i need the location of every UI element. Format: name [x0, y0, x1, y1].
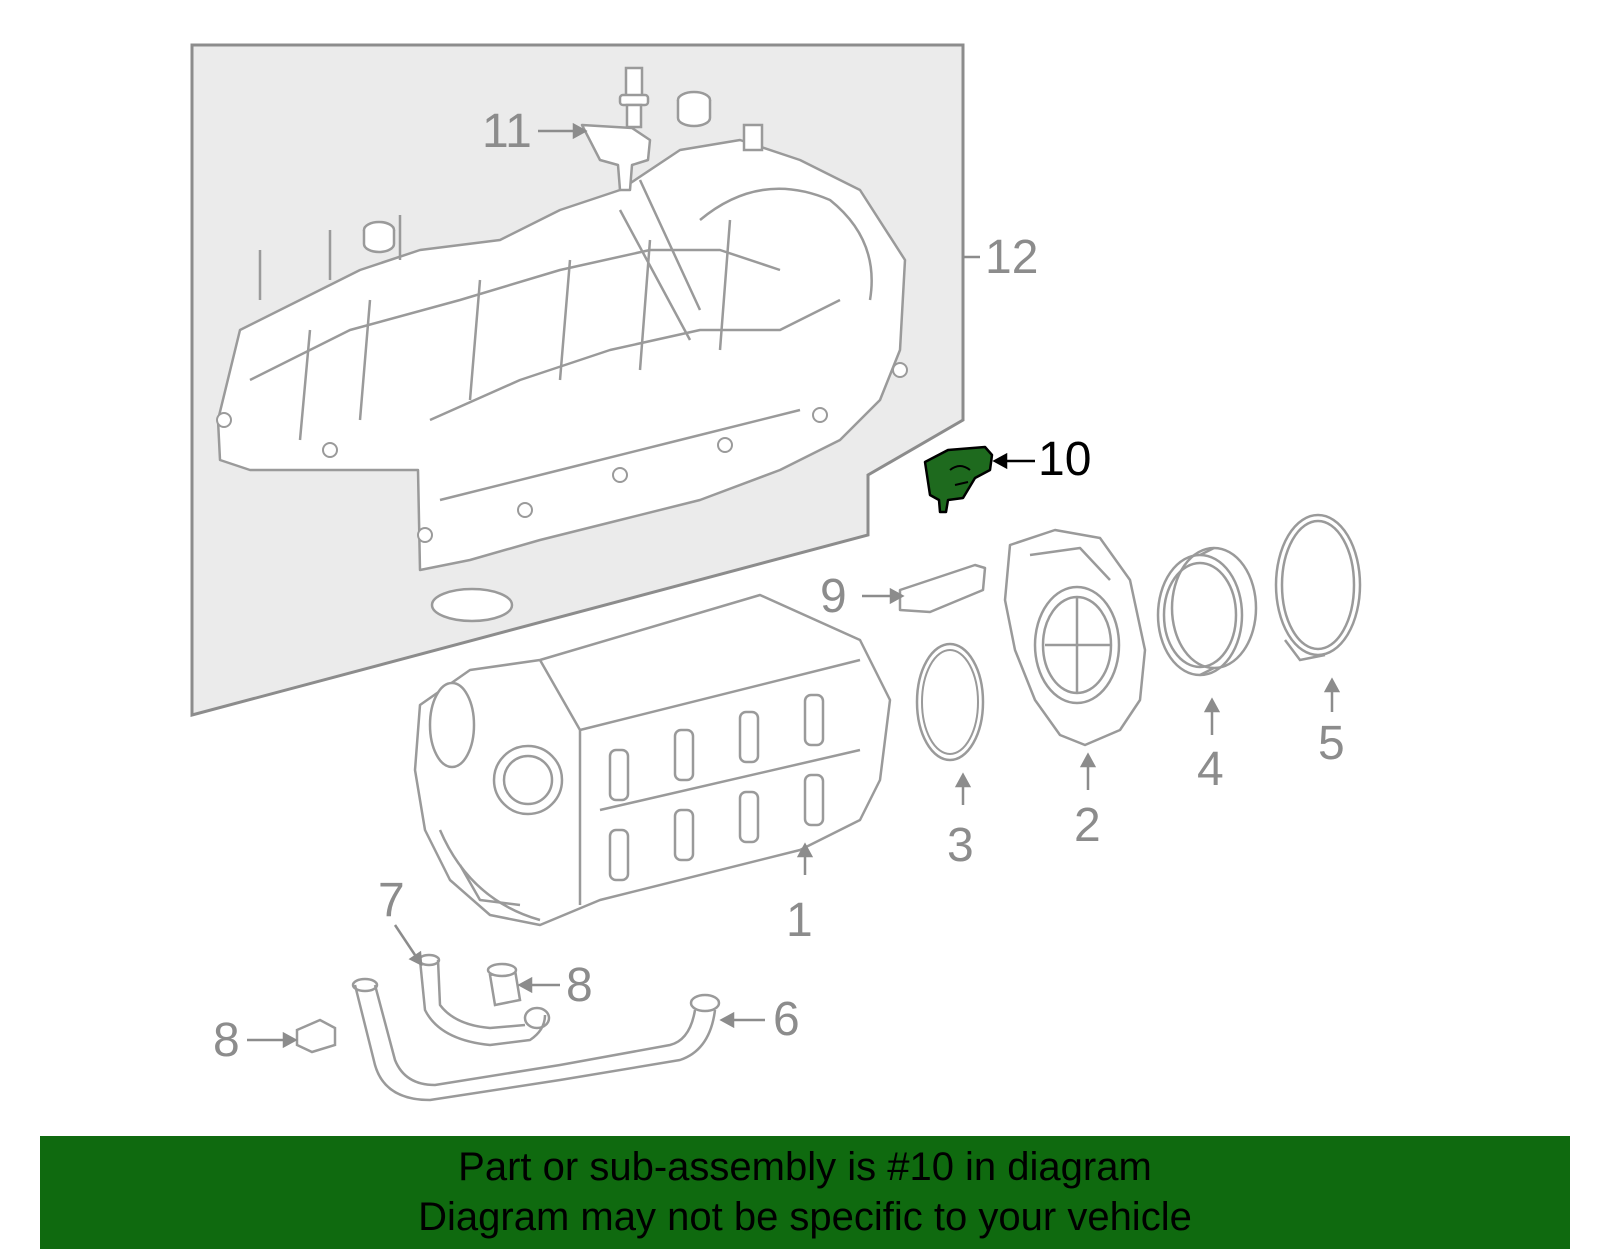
- callout-5: 5: [1318, 717, 1345, 770]
- intake-manifold: [216, 138, 907, 572]
- callout-8-upper: 8: [566, 959, 593, 1012]
- part-5-clamp: [1274, 513, 1362, 662]
- callout-4: 4: [1197, 743, 1224, 796]
- info-banner: Part or sub-assembly is #10 in diagram D…: [40, 1136, 1570, 1249]
- callout-2: 2: [1074, 799, 1101, 852]
- callout-11: 11: [482, 105, 532, 158]
- part-10-highlighted: [923, 445, 994, 514]
- manifold-gasket: [430, 587, 514, 623]
- part-4-coupler: [1156, 546, 1258, 677]
- banner-line-2: Diagram may not be specific to your vehi…: [418, 1195, 1192, 1239]
- callout-10: 10: [1038, 433, 1092, 486]
- callout-6: 6: [773, 993, 800, 1046]
- callout-7: 7: [378, 874, 405, 927]
- banner-line-1: Part or sub-assembly is #10 in diagram: [458, 1145, 1152, 1189]
- part-3-oring: [915, 642, 985, 762]
- part-2-throttle-body: [1003, 528, 1147, 747]
- callout-9: 9: [820, 570, 847, 623]
- part-11-bracket: [580, 123, 652, 192]
- leader-lines: [247, 122, 1341, 1049]
- part-10-detail: [949, 465, 971, 486]
- callout-8-lower: 8: [213, 1014, 240, 1067]
- part-1-intercooler: [413, 593, 892, 927]
- callout-12: 12: [985, 231, 1039, 284]
- manifold-small-parts: [362, 66, 764, 254]
- coolant-hoses: [351, 953, 721, 1102]
- part-3-oring-inner: [921, 649, 979, 755]
- hose-clips: [295, 962, 522, 1054]
- callout-1: 1: [786, 894, 813, 947]
- leader-line-10: [992, 452, 1035, 470]
- part-9-seal: [898, 563, 987, 614]
- manifold-bolts: [216, 362, 908, 543]
- callout-3: 3: [947, 819, 974, 872]
